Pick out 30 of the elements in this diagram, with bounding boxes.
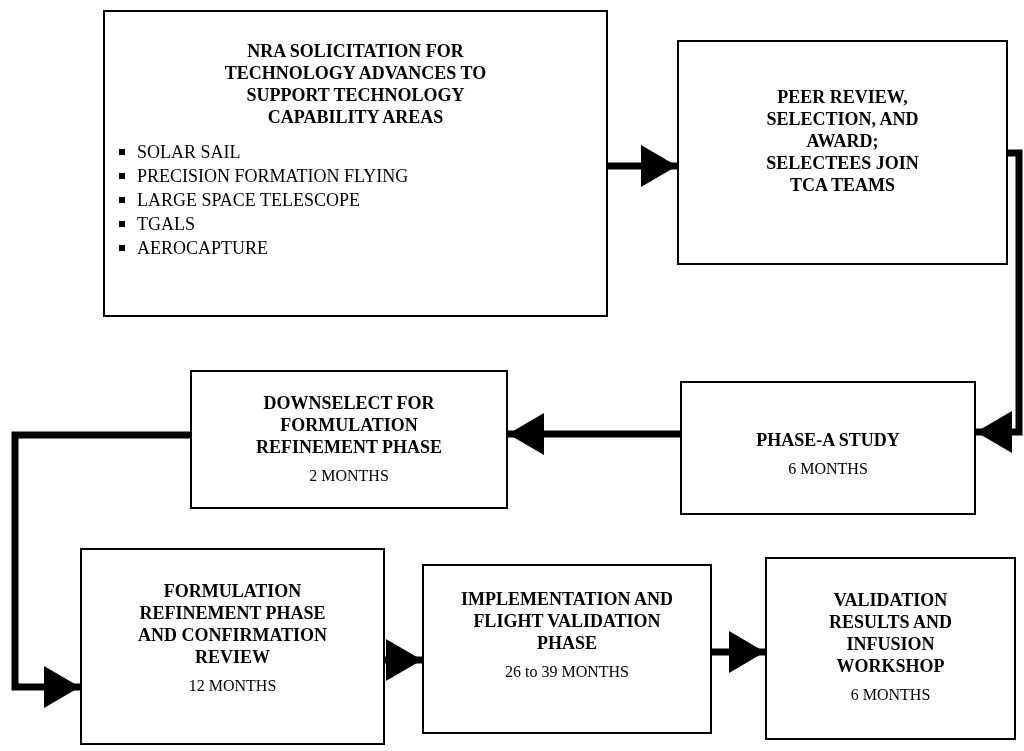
list-item: TGALS <box>137 213 195 236</box>
list-item: SOLAR SAIL <box>137 141 241 164</box>
list-item: LARGE SPACE TELESCOPE <box>137 189 361 212</box>
arrow <box>976 149 1023 453</box>
box-heading: DOWNSELECT FOR FORMULATION REFINEMENT PHASE <box>254 392 444 458</box>
duration-text: 2 MONTHS <box>309 466 389 486</box>
box-heading: VALIDATION RESULTS AND INFUSION WORKSHOP <box>828 589 953 677</box>
arrow <box>11 431 190 708</box>
box-heading: PHASE-A STUDY <box>755 429 901 451</box>
duration-text: 12 MONTHS <box>188 676 277 696</box>
process-box <box>680 381 976 515</box>
arrow <box>508 413 680 455</box>
box-heading: IMPLEMENTATION AND FLIGHT VALIDATION PHASE <box>460 588 674 654</box>
duration-text: 26 to 39 MONTHS <box>505 662 629 682</box>
process-box <box>190 370 508 509</box>
list-item: AEROCAPTURE <box>137 237 268 260</box>
arrow <box>712 631 765 673</box>
process-box <box>677 40 1008 265</box>
box-heading: PEER REVIEW, SELECTION, AND AWARD; SELECTEES JOIN TCA TEAMS <box>765 86 920 196</box>
list-item: PRECISION FORMATION FLYING <box>137 165 409 188</box>
arrow <box>385 639 422 681</box>
process-box <box>765 557 1016 740</box>
duration-text: 6 MONTHS <box>850 685 931 705</box>
arrow <box>608 145 677 187</box>
duration-text: 6 MONTHS <box>788 459 868 479</box>
process-box <box>80 548 385 745</box>
box-heading: NRA SOLICITATION FOR TECHNOLOGY ADVANCES TO SUPPORT TECHNOLOGY CAPABILITY AREAS <box>223 40 488 128</box>
box-heading: FORMULATION REFINEMENT PHASE AND CONFIRMATION REVIEW <box>137 580 328 668</box>
process-box <box>422 564 712 734</box>
process-box <box>103 10 608 317</box>
